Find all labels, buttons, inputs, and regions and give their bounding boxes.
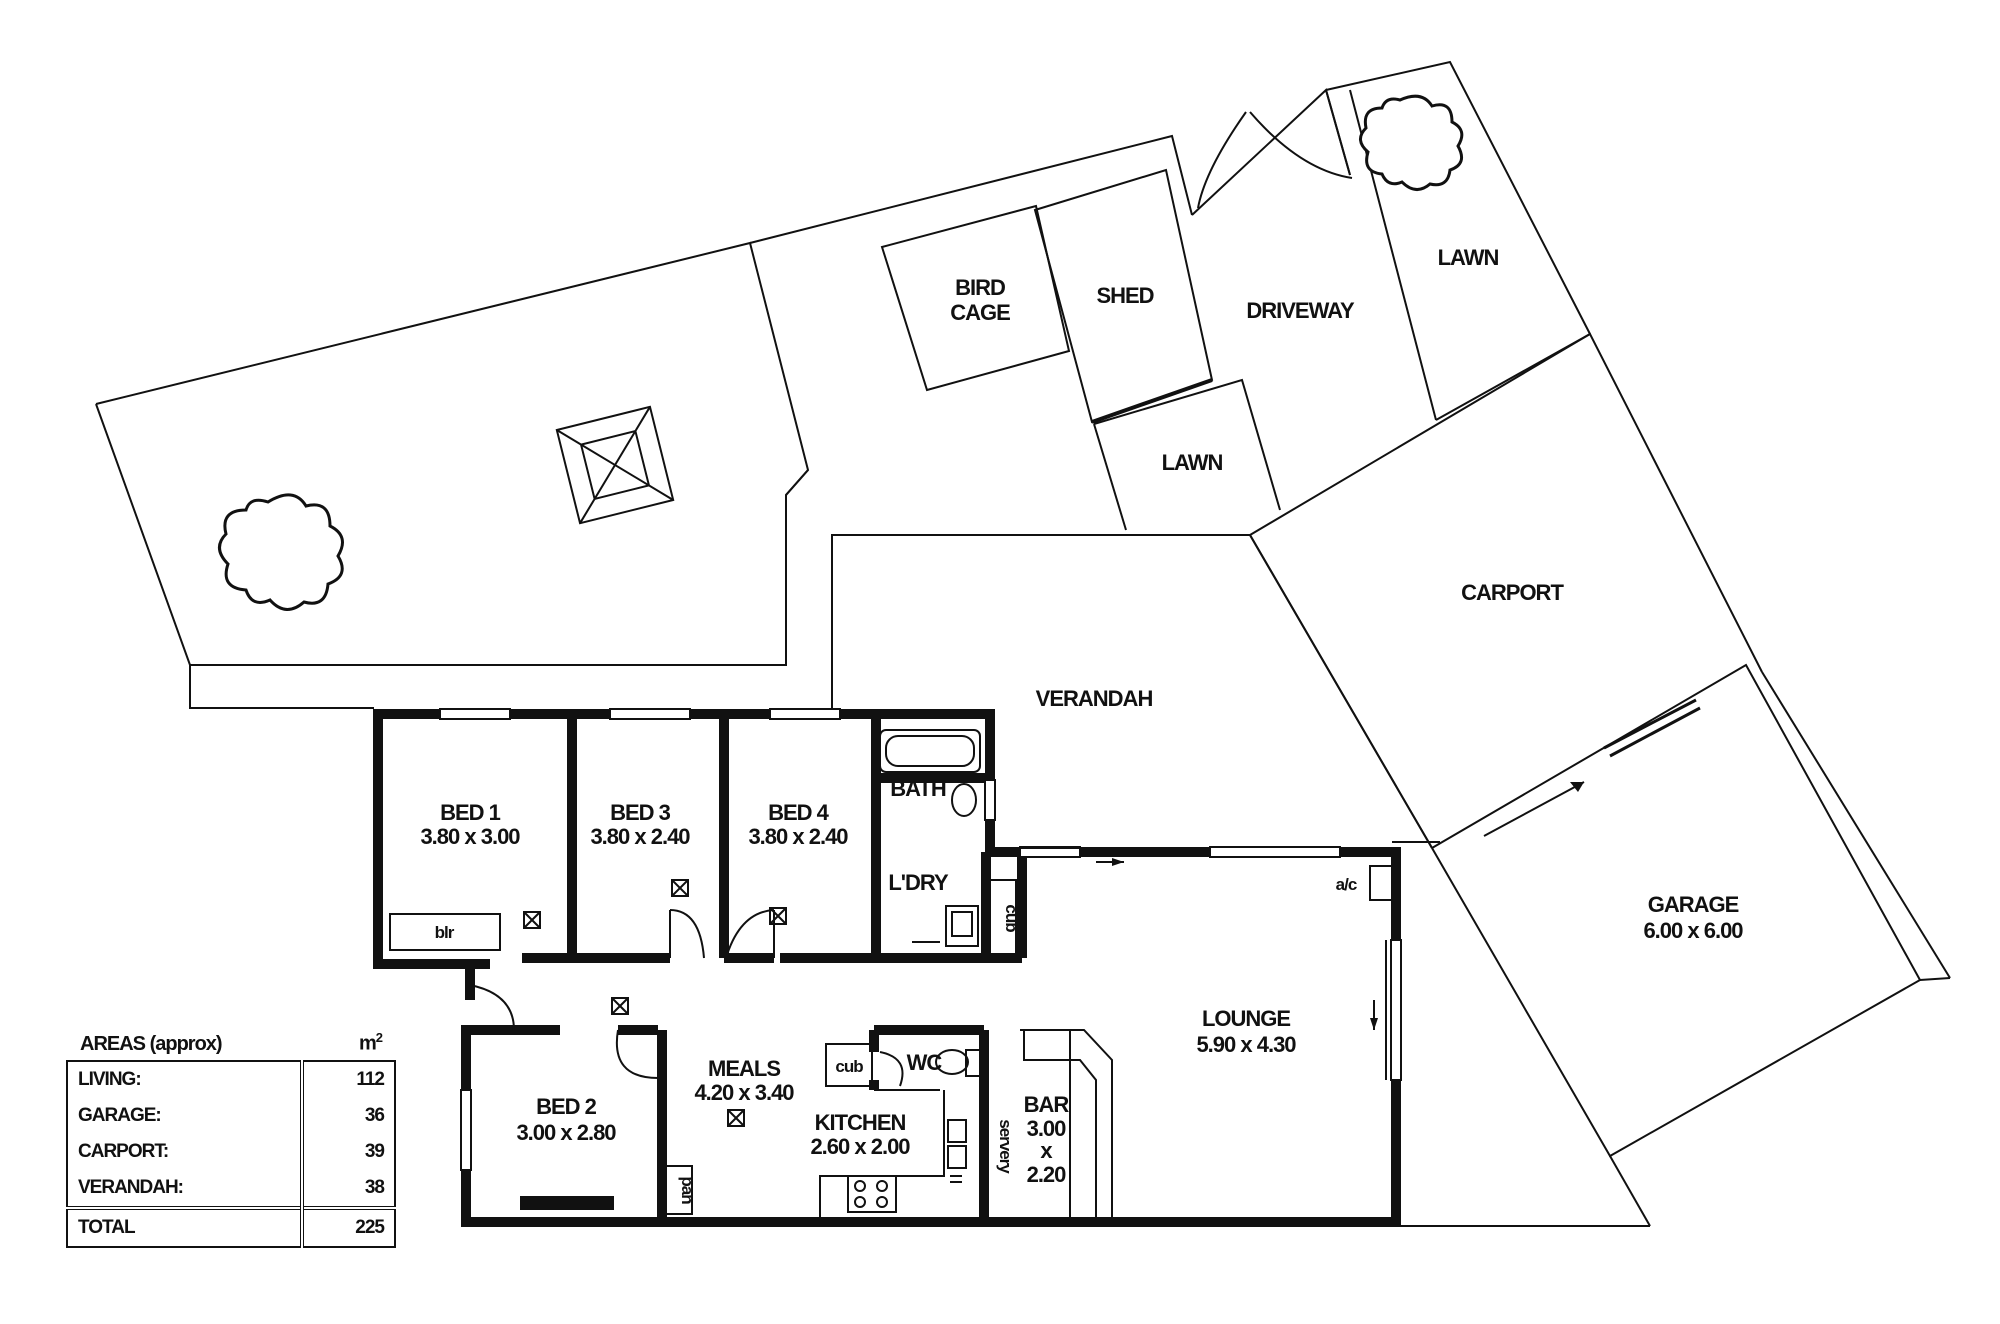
- garage-dim: 6.00 x 6.00: [1643, 918, 1743, 943]
- pan-label: pan: [678, 1176, 697, 1204]
- bar-dim-1: 3.00: [1027, 1116, 1067, 1141]
- bird-cage-label-1: BIRD: [955, 275, 1005, 300]
- doors: [469, 909, 904, 1087]
- lawn-middle-label: LAWN: [1162, 450, 1223, 475]
- back-yard: [95, 241, 810, 709]
- wc-label: WC: [907, 1050, 943, 1075]
- ldry-label: L'DRY: [888, 870, 949, 895]
- shed: SHED: [1033, 168, 1214, 424]
- areas-unit: m2: [358, 1030, 383, 1055]
- bar-dim-3: 2.20: [1027, 1162, 1067, 1187]
- driveway: DRIVEWAY: [1191, 88, 1356, 323]
- bed1-label: BED 1: [440, 800, 501, 825]
- tree-icon: [218, 493, 344, 611]
- areas-title: AREAS (approx): [80, 1033, 223, 1055]
- bed2-label: BED 2: [536, 1094, 597, 1119]
- area-label: LIVING:: [78, 1069, 142, 1090]
- pyramid-icon: [555, 405, 675, 525]
- area-value: 112: [300, 1061, 395, 1098]
- servery-label: servery: [996, 1119, 1015, 1174]
- carport: CARPORT: [1249, 332, 1763, 849]
- bed1-dim: 3.80 x 3.00: [420, 824, 520, 849]
- tree-icon: [1359, 94, 1464, 191]
- areas-table: AREAS (approx) m2 LIVING: 112 GARAGE: 36 C…: [66, 1022, 396, 1248]
- blr-label: blr: [435, 923, 455, 942]
- verandah-label: VERANDAH: [1036, 686, 1153, 711]
- lawn-front: LAWN: [1325, 60, 1591, 421]
- lawn-front-label: LAWN: [1438, 245, 1499, 270]
- meals-dim: 4.20 x 3.40: [694, 1080, 794, 1105]
- cub2-label: cub: [835, 1057, 863, 1076]
- lawn-middle: LAWN: [1093, 378, 1281, 531]
- bed3-label: BED 3: [610, 800, 671, 825]
- area-label: VERANDAH:: [78, 1177, 184, 1198]
- area-value: 38: [300, 1170, 395, 1208]
- total-label: TOTAL: [67, 1206, 302, 1247]
- cub1-label: cub: [1002, 904, 1021, 932]
- verandah: VERANDAH: [831, 534, 1440, 849]
- total-value: 225: [300, 1206, 395, 1247]
- kitchen-dim: 2.60 x 2.00: [810, 1134, 910, 1159]
- bird-cage-label-2: CAGE: [950, 300, 1010, 325]
- bed4-dim: 3.80 x 2.40: [748, 824, 848, 849]
- driveway-label: DRIVEWAY: [1246, 298, 1355, 323]
- table-row: GARAGE: 36: [67, 1098, 395, 1134]
- table-row: CARPORT: 39: [67, 1134, 395, 1170]
- bar-label: BAR: [1024, 1092, 1070, 1117]
- table-row: VERANDAH: 38: [67, 1170, 395, 1208]
- area-label: CARPORT:: [78, 1141, 169, 1162]
- bed4-label: BED 4: [768, 800, 830, 825]
- area-value: 36: [300, 1098, 395, 1134]
- shed-label: SHED: [1096, 283, 1153, 308]
- garage: GARAGE 6.00 x 6.00: [1396, 663, 1951, 1227]
- bed2-dim: 3.00 x 2.80: [516, 1120, 616, 1145]
- side-path: [749, 134, 1193, 535]
- areas-grid: LIVING: 112 GARAGE: 36 CARPORT: 39 VERANDAH…: [66, 1060, 396, 1248]
- bar-dim-2: x: [1040, 1138, 1053, 1163]
- bath-label: BATH: [890, 776, 946, 801]
- lounge-label: LOUNGE: [1202, 1006, 1290, 1031]
- smoke-detector-icon: [523, 879, 787, 1127]
- meals-label: MEALS: [708, 1056, 780, 1081]
- area-value: 39: [300, 1134, 395, 1170]
- bird-cage: BIRD CAGE: [880, 204, 1071, 392]
- sliding-door: [1010, 847, 1387, 1080]
- bed3-dim: 3.80 x 2.40: [590, 824, 690, 849]
- room-labels: BED 1 3.80 x 3.00 BED 3 3.80 x 2.40 BED …: [420, 776, 1357, 1204]
- lounge-dim: 5.90 x 4.30: [1196, 1032, 1296, 1057]
- house-walls: [373, 708, 1402, 1227]
- fixtures: [389, 729, 1393, 1222]
- table-row: LIVING: 112: [67, 1061, 395, 1098]
- kitchen-label: KITCHEN: [815, 1110, 906, 1135]
- garage-label: GARAGE: [1648, 892, 1739, 917]
- area-label: GARAGE:: [78, 1105, 162, 1126]
- areas-header: AREAS (approx) m2: [66, 1022, 396, 1060]
- ac-label: a/c: [1336, 875, 1357, 894]
- carport-label: CARPORT: [1461, 580, 1564, 605]
